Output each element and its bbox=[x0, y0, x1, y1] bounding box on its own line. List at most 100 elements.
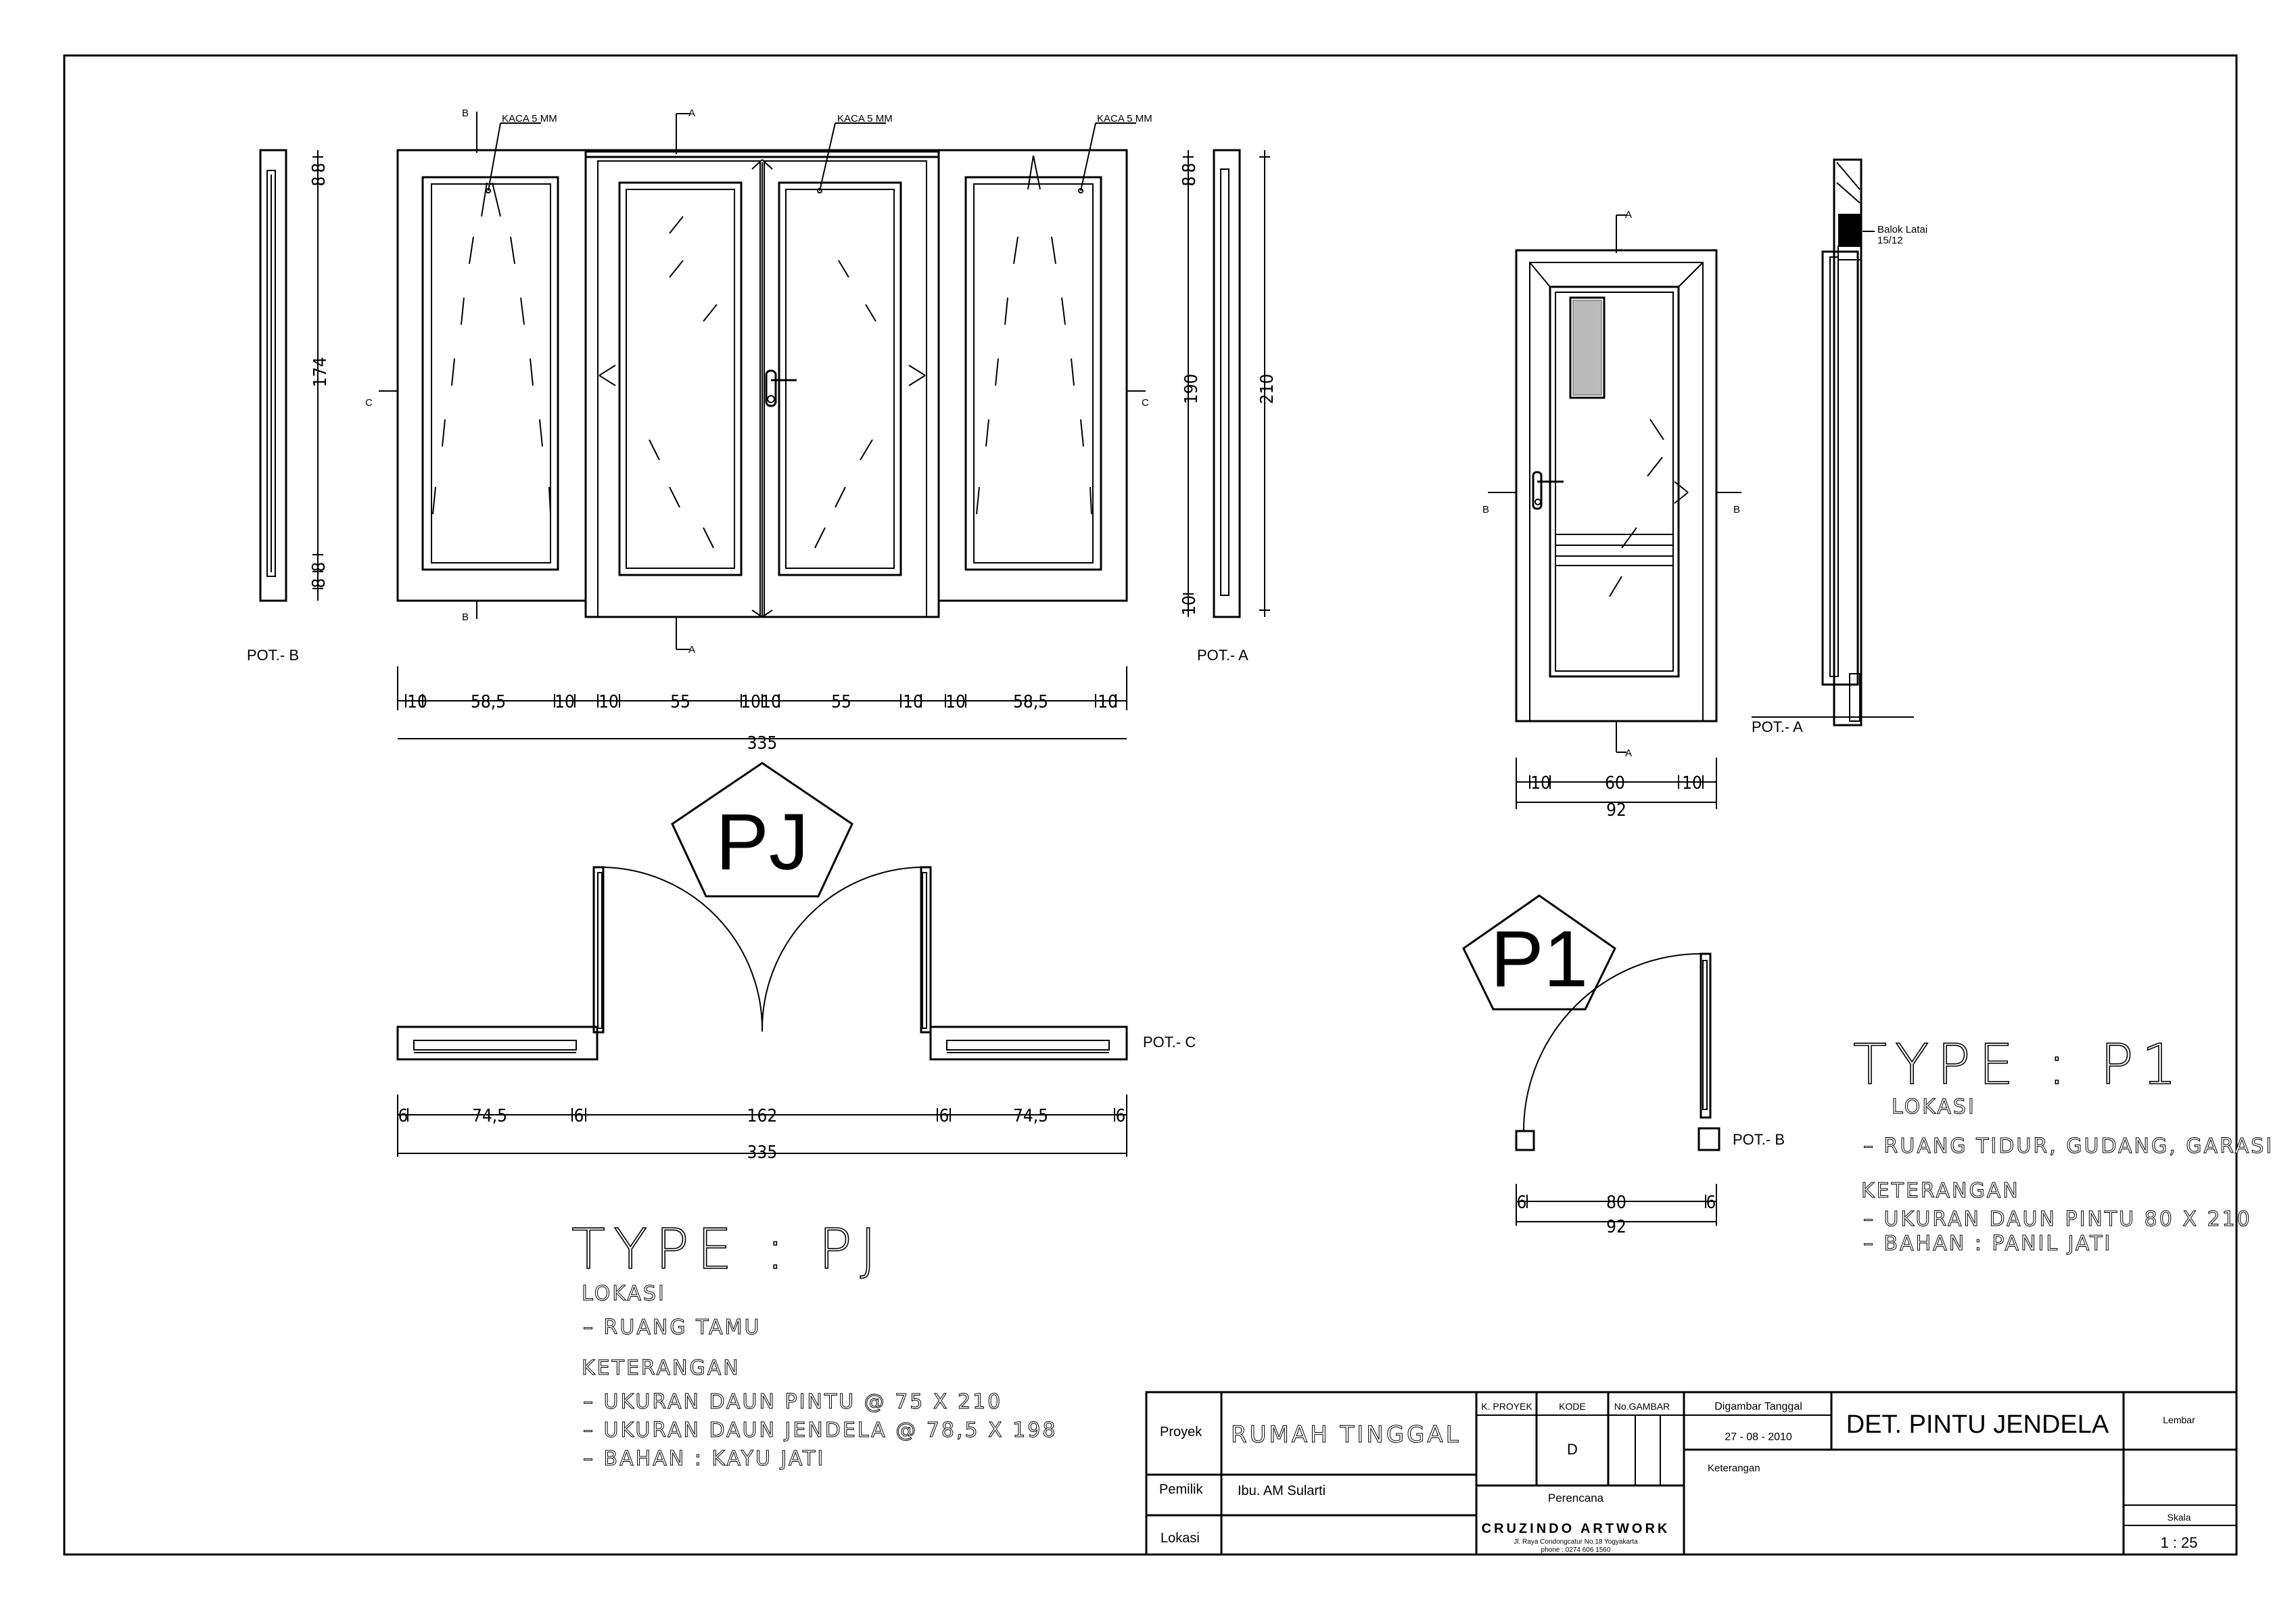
kode-value: D bbox=[1567, 1441, 1578, 1458]
pj-cut-b-bottom: B bbox=[462, 612, 469, 623]
p1-keterangan-label: KETERANGAN bbox=[1861, 1179, 2020, 1203]
p1-elevation: A A B B bbox=[1482, 209, 1741, 759]
pj-width-dim-9: 10 bbox=[903, 692, 923, 712]
pj-right-dim-2: 8 bbox=[1179, 177, 1200, 187]
pj-elevation: 8 8 174 8 8 bbox=[247, 108, 1278, 664]
pj-type-title: TYPE : PJ bbox=[571, 1218, 885, 1282]
pj-cut-c-right: C bbox=[1142, 397, 1149, 409]
digambar-value: 27 - 08 - 2010 bbox=[1725, 1431, 1792, 1443]
pj-cut-a-bottom: A bbox=[688, 644, 695, 655]
pj-kaca-label-1: KACA 5 MM bbox=[502, 113, 557, 124]
pj-left-dim-5: 8 bbox=[309, 578, 329, 589]
p1-notes: TYPE : P1 LOKASI – RUANG TIDUR, GUDANG, … bbox=[1852, 1032, 2274, 1256]
drawing-title: DET. PINTU JENDELA bbox=[1846, 1410, 2109, 1439]
p1-width-dim-2: 60 bbox=[1605, 773, 1625, 793]
p1-plan-dims: 6 80 6 92 bbox=[1516, 1184, 1717, 1237]
keterangan-label: Keterangan bbox=[1708, 1463, 1760, 1474]
pj-right-dims: 8 8 190 10 210 bbox=[1179, 149, 1278, 618]
firm-name: CRUZINDO ARTWORK bbox=[1482, 1521, 1670, 1536]
pj-plan-dim-5: 6 bbox=[939, 1106, 950, 1126]
p1-plan-dim-2: 80 bbox=[1606, 1193, 1626, 1213]
perencana-label: Perencana bbox=[1548, 1492, 1604, 1504]
firm-address: Jl. Raya Condongcatur No.18 Yogyakarta bbox=[1514, 1538, 1638, 1546]
pj-keterangan-item-3: – BAHAN : KAYU JATI bbox=[583, 1447, 825, 1471]
pj-right-dim-10: 10 bbox=[1179, 595, 1200, 616]
p1-section: Balok Latai 15/12 POT.- A bbox=[1752, 158, 1927, 735]
pj-left-dims: 8 8 174 8 8 bbox=[309, 150, 331, 601]
proyek-value: RUMAH TINGGAL bbox=[1231, 1421, 1461, 1448]
skala-value: 1 : 25 bbox=[2160, 1534, 2197, 1551]
p1-balok-label: Balok Latai bbox=[1877, 224, 1927, 235]
p1-badge-text: P1 bbox=[1491, 915, 1588, 1004]
pj-door-handle bbox=[765, 369, 777, 407]
pj-left-window bbox=[396, 149, 587, 602]
pj-plan-dim-7: 6 bbox=[1116, 1106, 1126, 1126]
p1-balok-size: 15/12 bbox=[1877, 235, 1903, 246]
pj-width-dim-2: 58,5 bbox=[471, 692, 506, 712]
pj-plan-dims: 6 74,5 6 162 6 74,5 6 335 bbox=[397, 1095, 1127, 1163]
firm-phone: phone : 0274 606 1560 bbox=[1541, 1546, 1611, 1554]
pj-left-dim-4: 8 bbox=[309, 562, 329, 572]
p1-badge: P1 bbox=[1462, 894, 1616, 1011]
proyek-label: Proyek bbox=[1160, 1425, 1202, 1440]
p1-plan: POT.- B bbox=[1515, 952, 1785, 1151]
pj-width-dims: 10 58,5 10 10 55 10 10 55 10 10 58,5 10 … bbox=[397, 666, 1127, 754]
sheet-border bbox=[63, 54, 2238, 1556]
p1-cut-a-top: A bbox=[1625, 209, 1632, 221]
k-proyek-label: K. PROYEK bbox=[1481, 1401, 1532, 1412]
pj-cut-a-top: A bbox=[688, 108, 695, 119]
pj-notes: TYPE : PJ LOKASI – RUANG TAMU KETERANGAN… bbox=[571, 1217, 1057, 1471]
p1-plan-dim-3: 6 bbox=[1706, 1193, 1716, 1213]
pemilik-value: Ibu. AM Sularti bbox=[1238, 1483, 1326, 1498]
p1-pot-b-label: POT.- B bbox=[1733, 1131, 1785, 1148]
pj-cut-b-top: B bbox=[462, 108, 469, 119]
p1-lokasi-label: LOKASI bbox=[1892, 1095, 1976, 1119]
pemilik-label: Pemilik bbox=[1159, 1482, 1203, 1497]
pj-left-dim-174: 174 bbox=[310, 357, 331, 388]
pj-plan-dim-3: 6 bbox=[574, 1106, 584, 1126]
p1-balok-latai bbox=[1838, 214, 1861, 246]
pj-plan-total: 335 bbox=[747, 1143, 778, 1163]
p1-plan-dim-1: 6 bbox=[1517, 1193, 1527, 1213]
pj-plan-dim-6: 74,5 bbox=[1013, 1106, 1048, 1126]
pj-cut-c-left: C bbox=[365, 397, 373, 409]
p1-cut-b-right: B bbox=[1733, 504, 1740, 515]
pj-keterangan-item-2: – UKURAN DAUN JENDELA @ 78,5 X 198 bbox=[583, 1419, 1057, 1442]
pj-keterangan-item-1: – UKURAN DAUN PINTU @ 75 X 210 bbox=[583, 1390, 1002, 1414]
p1-cut-a-bottom: A bbox=[1625, 747, 1632, 759]
pj-lokasi-item-1: – RUANG TAMU bbox=[583, 1316, 761, 1339]
pj-section-b bbox=[259, 149, 287, 602]
p1-width-dim-3: 10 bbox=[1682, 773, 1702, 793]
pj-total-width: 335 bbox=[747, 733, 778, 754]
p1-keterangan-item-2: – BAHAN : PANIL JATI bbox=[1863, 1232, 2112, 1256]
title-block: Proyek RUMAH TINGGAL Pemilik Ibu. AM Sul… bbox=[1145, 1391, 2238, 1556]
p1-total-width: 92 bbox=[1606, 800, 1626, 821]
pj-kaca-label-2: KACA 5 MM bbox=[837, 113, 893, 124]
pj-width-dim-10: 10 bbox=[945, 692, 966, 712]
p1-vent-grille bbox=[1569, 296, 1606, 399]
pj-pot-a-label: POT.- A bbox=[1197, 647, 1248, 664]
pj-left-dim-1: 8 bbox=[309, 163, 329, 173]
p1-type-title: TYPE : P1 bbox=[1853, 1033, 2185, 1097]
pj-width-dim-8: 55 bbox=[831, 692, 851, 712]
pj-right-window bbox=[937, 149, 1128, 602]
pj-right-dim-190: 190 bbox=[1181, 374, 1202, 405]
pj-plan-dim-1: 6 bbox=[398, 1106, 408, 1126]
p1-lokasi-item-1: – RUANG TIDUR, GUDANG, GARASI bbox=[1863, 1134, 2274, 1158]
kode-label: KODE bbox=[1559, 1401, 1586, 1412]
pj-width-dim-7: 10 bbox=[761, 692, 781, 712]
pj-width-dim-1: 10 bbox=[407, 692, 427, 712]
pj-badge-text: PJ bbox=[716, 798, 809, 887]
pj-width-dim-6: 10 bbox=[741, 692, 761, 712]
pj-overall-height: 210 bbox=[1257, 374, 1278, 405]
p1-plan-total: 92 bbox=[1606, 1217, 1626, 1237]
p1-door-handle bbox=[1532, 471, 1543, 510]
pj-right-dim-1: 8 bbox=[1179, 163, 1200, 173]
pj-plan-dim-4: 162 bbox=[747, 1106, 778, 1126]
pj-width-dim-5: 55 bbox=[670, 692, 690, 712]
pj-plan: POT.- C bbox=[396, 866, 1196, 1061]
pj-plan-dim-2: 74,5 bbox=[472, 1106, 507, 1126]
p1-width-dim-1: 10 bbox=[1530, 773, 1551, 793]
